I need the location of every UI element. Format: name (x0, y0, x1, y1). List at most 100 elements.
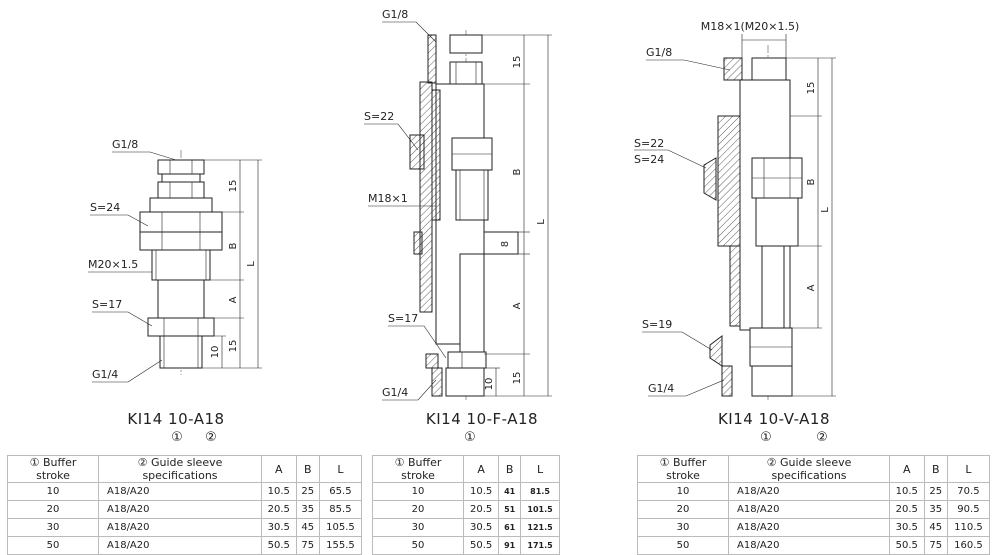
cell: A18/A20 (728, 500, 890, 519)
table-row: 50 50.5 91 171.5 (372, 536, 560, 555)
table-header-row: ① Buffer stroke ② Guide sleeve specifica… (637, 455, 991, 483)
cell: 50.5 (462, 536, 500, 555)
table-row: 30 A18/A20 30.5 45 105.5 (7, 518, 363, 537)
cell: 10.5 (889, 482, 925, 501)
dim-l: L (820, 207, 831, 213)
table-row: 10 A18/A20 10.5 25 70.5 (637, 482, 991, 501)
col-a: A (462, 455, 500, 483)
dim-l: L (246, 261, 257, 267)
dim-15: 15 (806, 82, 817, 95)
mark-2: ② (816, 430, 828, 445)
cell: A18/A20 (98, 500, 262, 519)
cell: 90.5 (946, 500, 991, 519)
cell: 75 (295, 536, 320, 555)
cell: 160.5 (946, 536, 991, 555)
cell: 20 (637, 500, 729, 519)
cell: 110.5 (946, 518, 991, 537)
col-l: L (318, 455, 363, 483)
label-s17: S=17 (92, 298, 122, 311)
model-ki14-10-f-a18: KI14 10-F-A18 (426, 410, 538, 428)
label-m20: M20×1.5 (88, 258, 138, 271)
cell: 75 (923, 536, 948, 555)
cell: 20.5 (462, 500, 500, 519)
spec-table-v-a18: ① Buffer stroke ② Guide sleeve specifica… (637, 455, 991, 555)
dim-10: 10 (210, 346, 221, 359)
col-b: B (498, 455, 522, 483)
cell: 50.5 (261, 536, 297, 555)
cell: A18/A20 (98, 482, 262, 501)
cell: A18/A20 (98, 518, 262, 537)
mark-1: ① (760, 430, 772, 445)
dim-b: B (512, 168, 523, 175)
cell: 155.5 (318, 536, 363, 555)
dim-a: A (512, 302, 523, 309)
cell: 10 (637, 482, 729, 501)
col-guide-sleeve: ② Guide sleeve specifications (98, 455, 262, 483)
cell: 30 (7, 518, 99, 537)
col-b: B (923, 455, 948, 483)
cell: 45 (295, 518, 320, 537)
table-row: 10 10.5 41 81.5 (372, 482, 560, 501)
cell: 35 (295, 500, 320, 519)
cell: 25 (295, 482, 320, 501)
dim-15-top: 15 (512, 56, 523, 69)
col-a: A (889, 455, 925, 483)
cell: 101.5 (520, 500, 560, 519)
cell: 50 (7, 536, 99, 555)
dim-15-top: 15 (228, 180, 239, 193)
cell: 121.5 (520, 518, 560, 537)
col-l: L (520, 455, 560, 483)
view-ki14-10-f-a18: G1/8 S=22 M18×1 S=17 G1/4 15 B L 8 A 10 … (364, 8, 552, 445)
s17-hex-nut (147, 317, 215, 337)
cell: 20 (7, 500, 99, 519)
cell: 10 (7, 482, 99, 501)
table-row: 30 A18/A20 30.5 45 110.5 (637, 518, 991, 537)
col-guide-sleeve: ② Guide sleeve specifications (728, 455, 890, 483)
cell: 10.5 (261, 482, 297, 501)
cell: 81.5 (520, 482, 560, 501)
cell: 61 (498, 518, 522, 537)
cell: 30 (637, 518, 729, 537)
view-ki14-10-v-a18: G1/8 S=22 S=24 S=19 G1/4 M18×1(M20×1.5) … (634, 20, 836, 445)
dim-l: L (536, 219, 547, 225)
table-row: 50 A18/A20 50.5 75 155.5 (7, 536, 363, 555)
technical-drawing: G1/8 S=24 M20×1.5 S=17 G1/4 15 B L A 10 … (88, 8, 836, 445)
mark-2: ② (205, 430, 217, 445)
spec-table-a18: ① Buffer stroke ② Guide sleeve specifica… (7, 455, 363, 555)
label-g14: G1/4 (92, 368, 118, 381)
cell: 51 (498, 500, 522, 519)
cell: 30.5 (889, 518, 925, 537)
dim-10: 10 (484, 378, 495, 391)
label-s17: S=17 (388, 312, 418, 325)
cell: 45 (923, 518, 948, 537)
label-m18: M18×1 (368, 192, 408, 205)
cell: 65.5 (318, 482, 363, 501)
col-buffer-stroke: ① Buffer stroke (7, 455, 99, 483)
cell: 20.5 (889, 500, 925, 519)
label-g14: G1/4 (648, 382, 674, 395)
model-ki14-10-v-a18: KI14 10-V-A18 (718, 410, 830, 428)
label-s24: S=24 (634, 153, 664, 166)
cell: 41 (498, 482, 522, 501)
label-g18: G1/8 (382, 8, 408, 21)
dim-b: B (806, 178, 817, 185)
top-hex-nut (157, 159, 205, 175)
col-l: L (946, 455, 991, 483)
label-g14: G1/4 (382, 386, 408, 399)
cell: A18/A20 (728, 536, 890, 555)
table-row: 50 A18/A20 50.5 75 160.5 (637, 536, 991, 555)
col-b: B (295, 455, 320, 483)
table-row: 20 20.5 51 101.5 (372, 500, 560, 519)
cell: 171.5 (520, 536, 560, 555)
cell: 105.5 (318, 518, 363, 537)
table-row: 20 A18/A20 20.5 35 85.5 (7, 500, 363, 519)
dim-8: 8 (500, 241, 511, 247)
cell: 50 (637, 536, 729, 555)
cell: 10 (372, 482, 464, 501)
dim-a: A (228, 296, 239, 303)
dim-b: B (228, 242, 239, 249)
cell: A18/A20 (98, 536, 262, 555)
dim-15-bottom: 15 (228, 340, 239, 353)
s17-hex-nut (447, 351, 487, 369)
col-a: A (261, 455, 297, 483)
